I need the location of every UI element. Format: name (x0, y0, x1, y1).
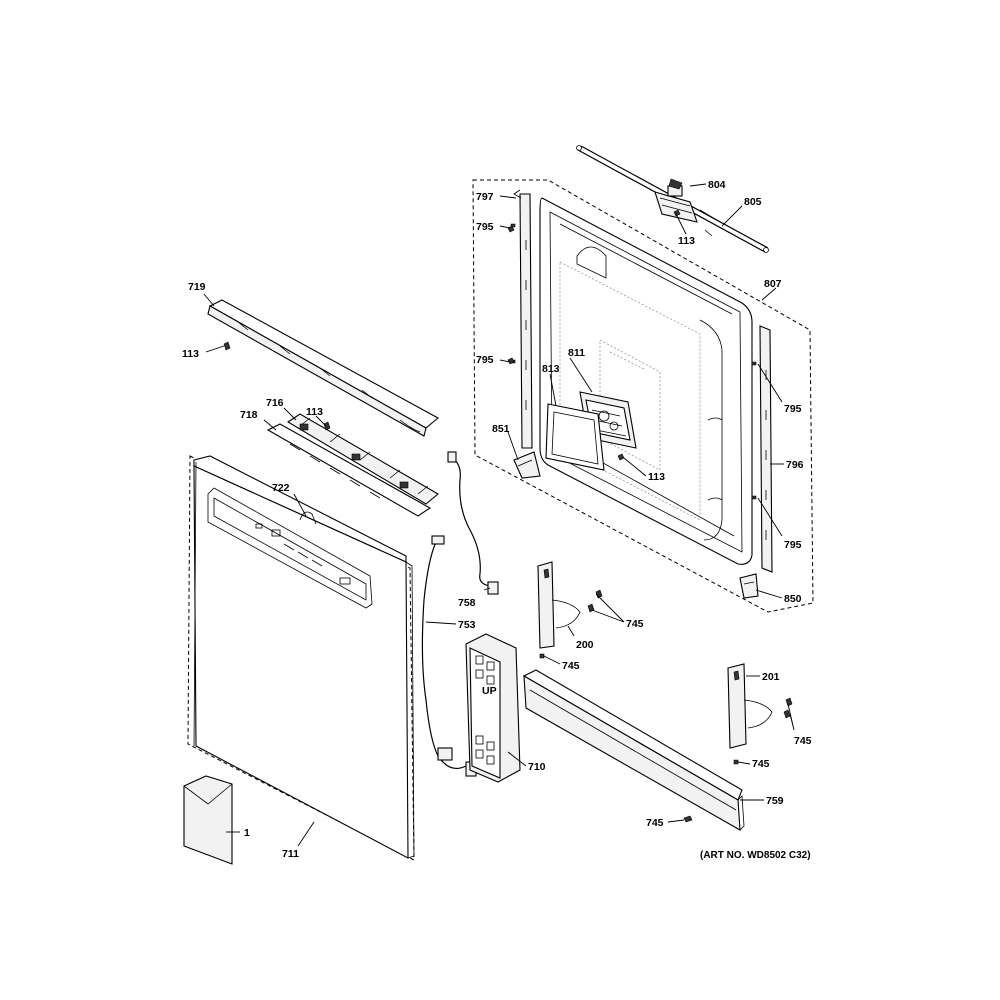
screw-113-719 (223, 341, 231, 351)
callout-745-toe-panel: 745 (646, 817, 664, 829)
control-board-716 (286, 413, 439, 505)
callout-719: 719 (188, 281, 206, 293)
callout-711: 711 (282, 848, 299, 860)
wire-harness-758 (451, 457, 491, 587)
spacer-710: UP (465, 633, 521, 783)
callout-113-rail: 113 (678, 235, 695, 247)
callout-796: 796 (786, 459, 804, 471)
literature-1 (183, 775, 233, 865)
callout-200: 200 (576, 639, 594, 651)
gasket-813 (545, 403, 605, 471)
dispenser-811 (579, 391, 637, 449)
callout-716: 716 (266, 397, 284, 409)
inner-door-liner-807 (539, 197, 753, 565)
callout-759: 759 (766, 795, 784, 807)
harness-722 (299, 511, 317, 525)
spacer-up-label: UP (482, 685, 497, 697)
callout-745-hinge-201-bottom: 745 (752, 758, 770, 770)
callout-710: 710 (528, 761, 546, 773)
callout-850: 850 (784, 593, 802, 605)
callout-795-upper: 795 (476, 221, 494, 233)
outer-door-panel-711 (193, 455, 415, 859)
top-rail-805 (576, 145, 769, 253)
callout-811: 811 (568, 347, 585, 359)
screw-113-716 (323, 421, 331, 431)
bracket-851 (513, 451, 541, 479)
callout-722: 722 (272, 482, 290, 494)
callout-113-dispenser: 113 (648, 471, 665, 483)
callout-745-hinge-201: 745 (794, 735, 812, 747)
callout-797: 797 (476, 191, 494, 203)
callout-795-mid: 795 (476, 354, 494, 366)
screw-745-759 (683, 815, 693, 823)
leader-lines (203, 183, 795, 847)
hinge-201 (727, 663, 793, 765)
callout-113-trim: 113 (182, 348, 199, 360)
callout-804: 804 (708, 179, 726, 191)
screw-113-rail (673, 209, 681, 217)
callout-745-hinge-200: 745 (626, 618, 644, 630)
screw-795b (507, 357, 515, 365)
callout-758: 758 (458, 597, 476, 609)
callout-807: 807 (764, 278, 782, 290)
wire-harness-753 (421, 541, 477, 771)
callout-745-hinge-200-bottom: 745 (562, 660, 580, 672)
callout-805: 805 (744, 196, 762, 208)
control-housing-718 (266, 423, 432, 517)
callout-113-board: 113 (306, 406, 323, 418)
left-rail-797 (510, 189, 533, 449)
callout-201: 201 (762, 671, 780, 683)
callout-851: 851 (492, 423, 510, 435)
right-rail-796 (751, 325, 773, 573)
control-panel-trim-719 (207, 299, 439, 437)
callout-labels: 804 805 113 797 795 807 719 113 795 811 … (182, 179, 812, 860)
hinge-200 (537, 561, 603, 659)
callout-753: 753 (458, 619, 476, 631)
art-number: (ART NO. WD8502 C32) (700, 850, 811, 861)
callout-1: 1 (244, 827, 250, 839)
bracket-850 (739, 573, 759, 599)
callout-795-right-upper: 795 (784, 403, 802, 415)
callout-813: 813 (542, 363, 560, 375)
toe-panel-759 (522, 669, 745, 831)
callout-795-right-lower: 795 (784, 539, 802, 551)
callout-718: 718 (240, 409, 258, 421)
